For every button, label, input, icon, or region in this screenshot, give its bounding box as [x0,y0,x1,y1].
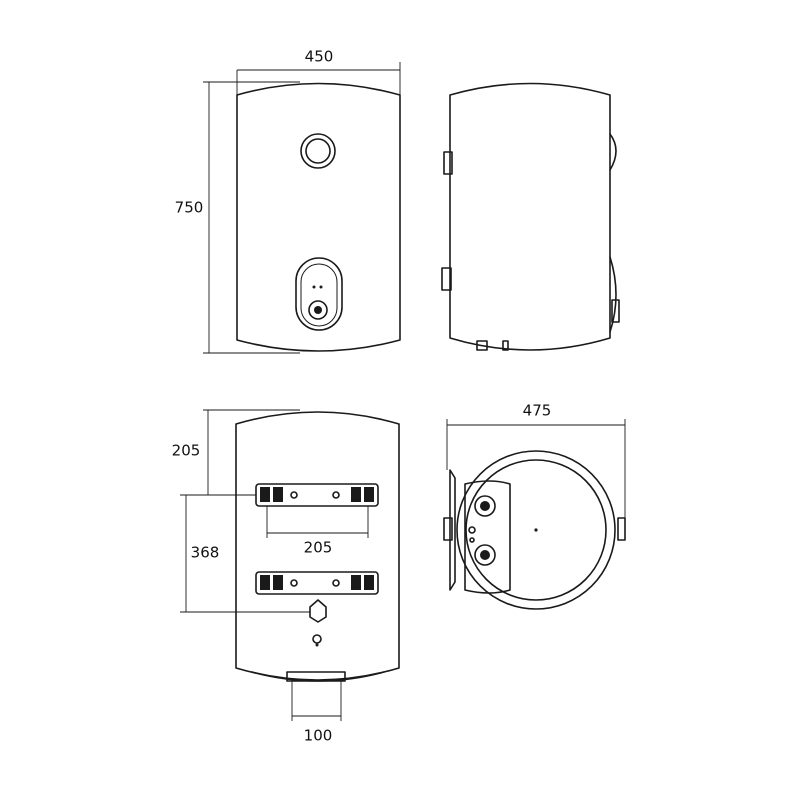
side-view [441,82,620,351]
bracket-horizontal-dimension: 205 [266,506,369,557]
mounting-bracket-side [441,267,452,291]
front-view-body [236,82,401,352]
mounting-bracket-lower [255,571,379,595]
rear-knob [309,599,327,623]
dim-height-750: 750 [175,199,204,217]
mounting-bracket-side [443,151,453,175]
indicator-light [312,285,316,289]
inner-cover [464,480,511,594]
control-knob [308,300,328,320]
width-dimension: 450 [236,48,401,95]
dim-depth-475: 475 [523,402,552,420]
back-view: 205 368 205 100 [172,409,400,745]
pipe-inlet [474,495,496,517]
indicator-light [319,285,323,289]
depth-side-dimension: 475 [446,402,626,518]
dim-depth-205: 205 [172,442,201,460]
pipe-outlet-side [476,340,488,351]
control-knob-side [611,299,620,323]
pipe-outlet [474,544,496,566]
front-view: 450 750 [175,48,401,354]
mounting-bracket-upper [255,483,379,507]
thermometer-dial [300,133,336,169]
dim-bracket-368: 368 [191,544,220,562]
bottom-view: 475 [443,402,626,610]
wall-bracket-profile [449,469,456,591]
pipe-spacing-dimension: 100 [291,681,342,745]
height-dimension: 750 [175,81,300,354]
depth-dimension: 205 [172,409,300,496]
dim-width-450: 450 [305,48,334,66]
side-view-body [449,82,611,351]
dim-pipe-100: 100 [304,727,333,745]
knob-bottom-view [617,517,626,541]
control-panel [295,257,343,331]
bracket-vertical-dimension: 368 [180,494,310,613]
dim-bracket-205: 205 [304,539,333,557]
tank-outline [456,450,616,610]
